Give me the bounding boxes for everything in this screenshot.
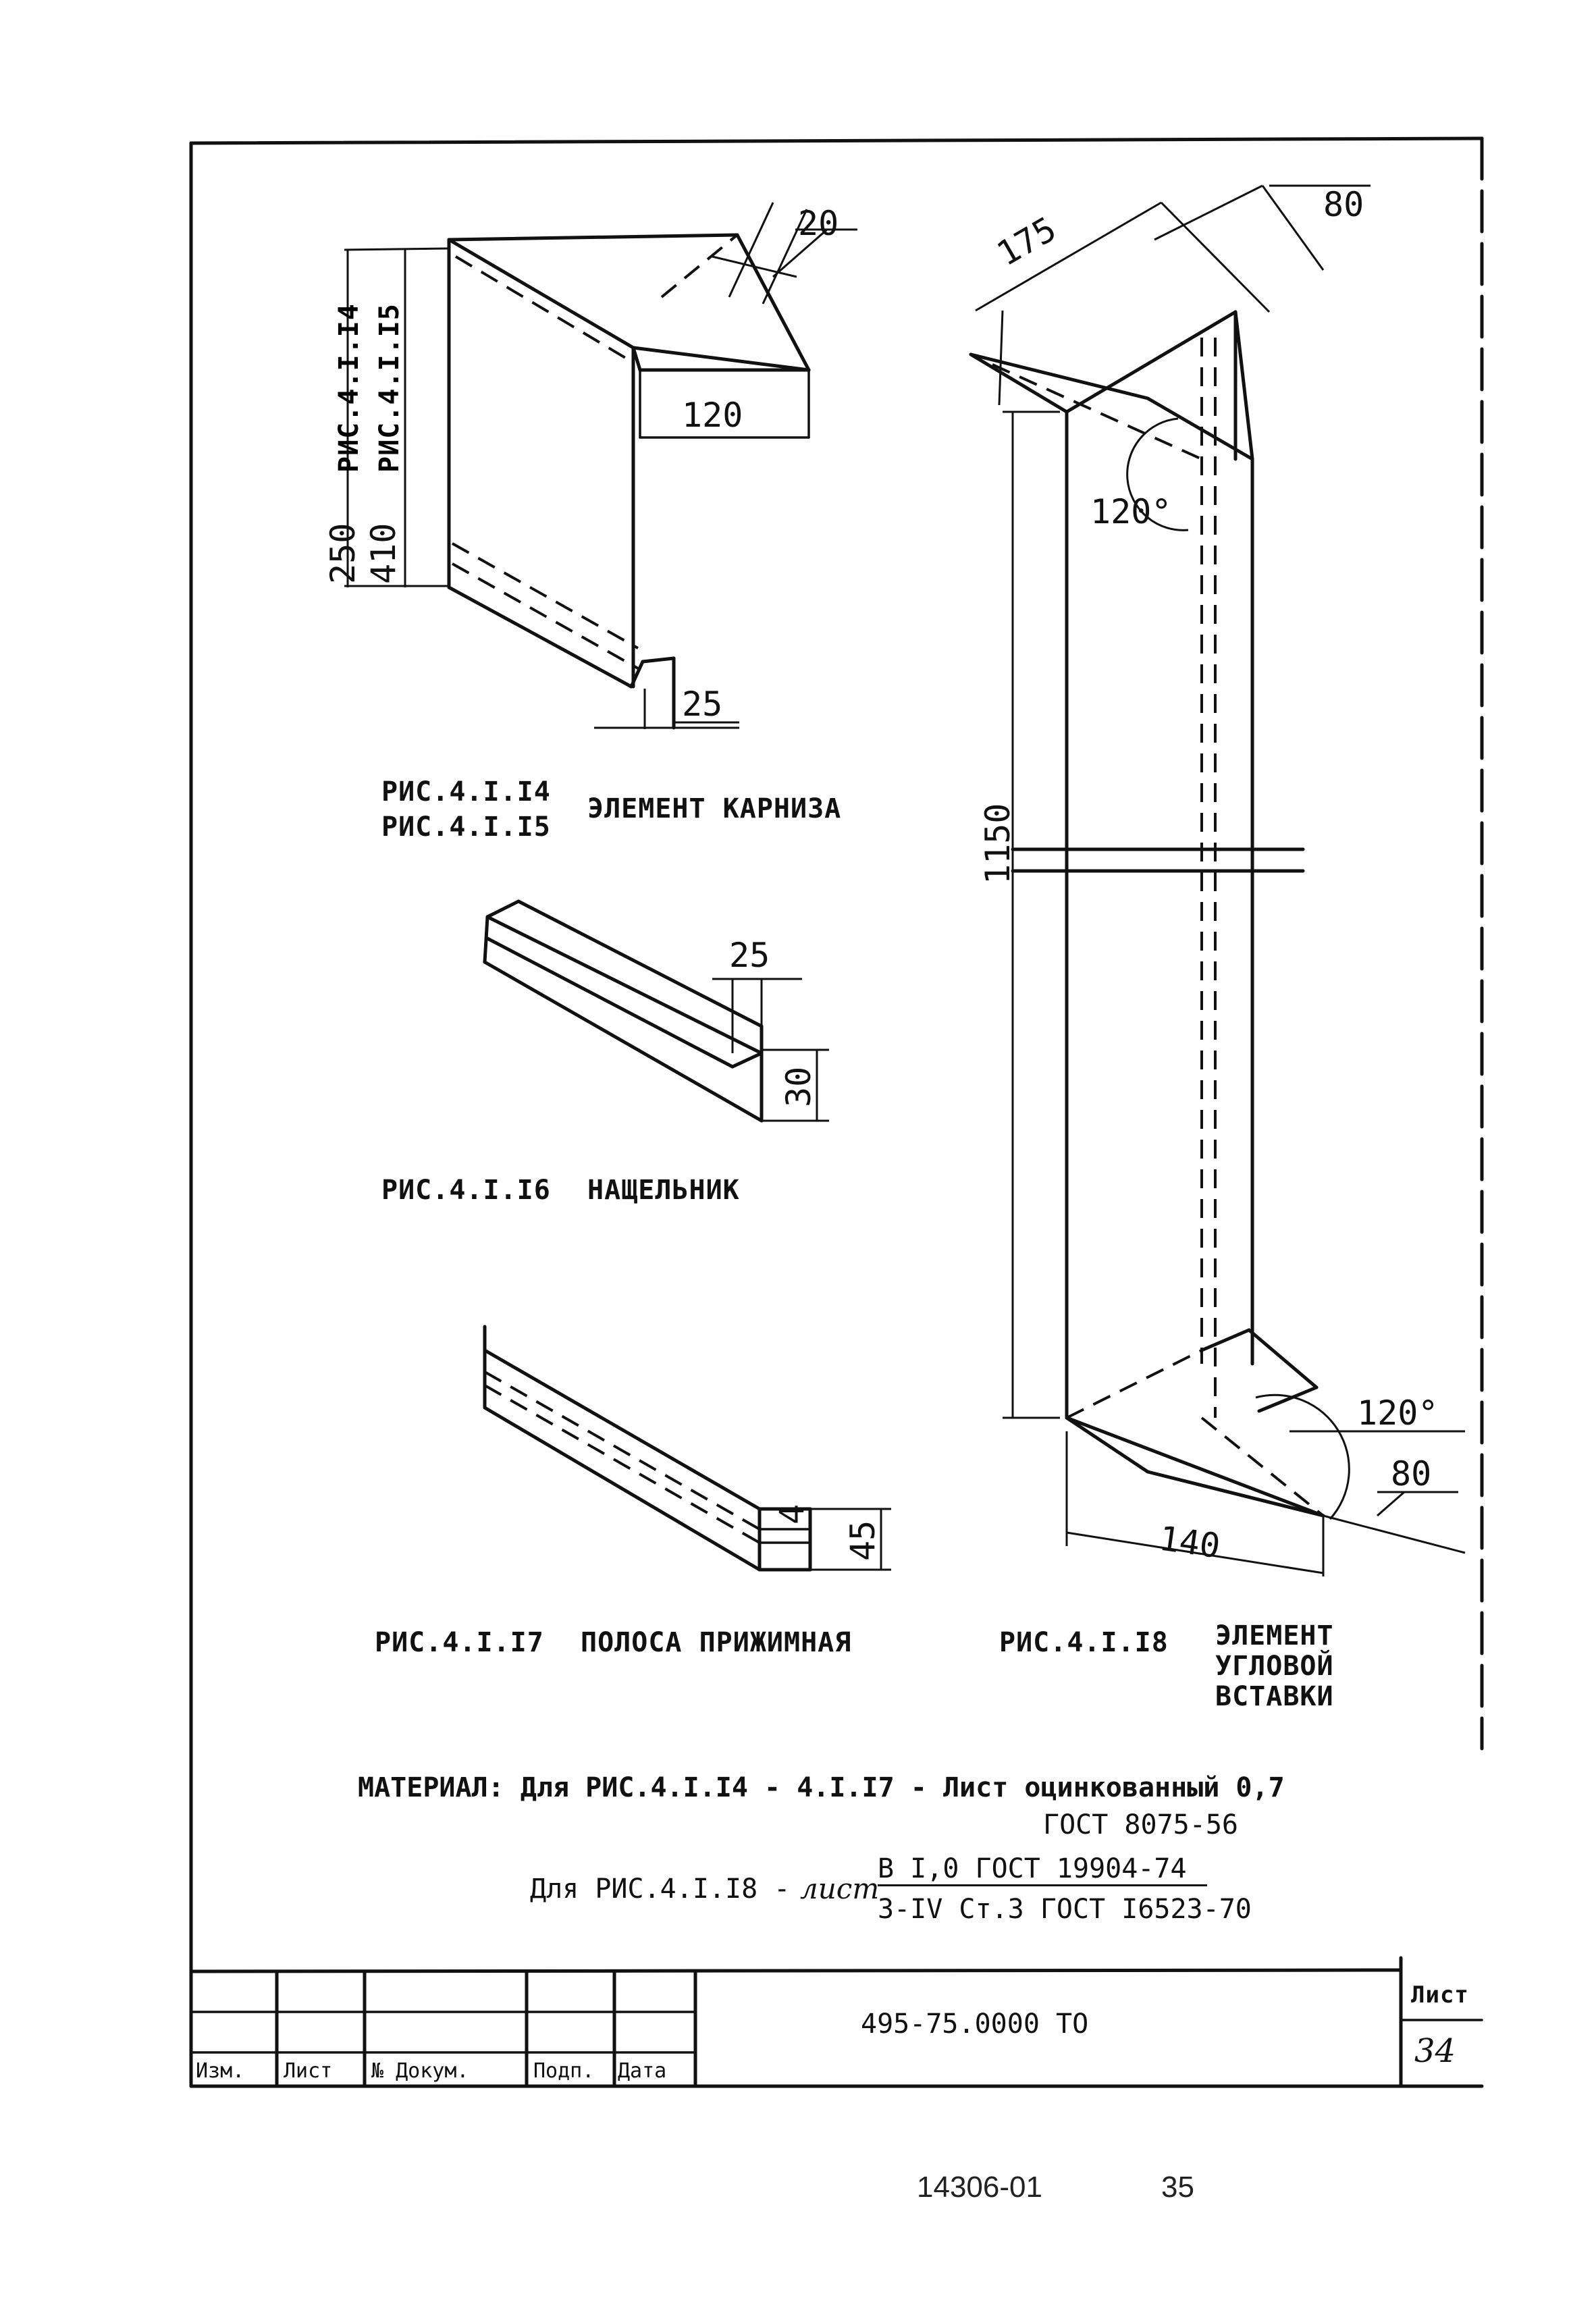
dim-140: 140 xyxy=(1156,1518,1223,1566)
dim-45: 45 xyxy=(843,1520,882,1561)
dim-120-degree-bottom: 120° xyxy=(1357,1393,1438,1433)
material-line-2: ГОСТ 8075-56 xyxy=(1043,1809,1238,1840)
dim-80-bottom: 80 xyxy=(1391,1454,1431,1493)
dim-175: 175 xyxy=(990,209,1063,273)
material-handwritten-sheet: лист xyxy=(800,1872,880,1905)
dim-25: 25 xyxy=(682,685,722,724)
footer-page-number: 35 xyxy=(1161,2171,1194,2204)
document-code: 495-75.0000 ТО xyxy=(861,2009,1089,2040)
ref-fig-15: РИС.4.I.I5 xyxy=(374,303,405,473)
fig-17-drawing: 4 45 xyxy=(483,1325,891,1572)
caption-title-corner-3: ВСТАВКИ xyxy=(1215,1681,1334,1712)
material-line-3-prefix: Для РИС.4.I.I8 - xyxy=(530,1874,791,1905)
dim-4: 4 xyxy=(772,1504,812,1524)
title-block-col-date: Дата xyxy=(618,2059,667,2083)
dim-1150: 1150 xyxy=(978,803,1017,884)
caption-fig-17: РИС.4.I.I7 xyxy=(375,1627,544,1658)
fig-16-drawing: 25 30 xyxy=(483,899,829,1123)
caption-fig-16: РИС.4.I.I6 xyxy=(381,1175,551,1206)
fig-14-15-drawing: 20 120 25 250 410 РИС.4.I.I4 РИС.4.I.I5 xyxy=(323,202,857,730)
footer-code: 14306-01 xyxy=(917,2171,1042,2204)
ref-fig-14: РИС.4.I.I4 xyxy=(334,303,365,473)
caption-title-corner-2: УГЛОВОЙ xyxy=(1215,1651,1334,1682)
dim-120: 120 xyxy=(682,396,743,435)
material-line-1: МАТЕРИАЛ: Для РИС.4.I.I4 - 4.I.I7 - Лист… xyxy=(358,1772,1285,1803)
caption-title-strip: ПОЛОСА ПРИЖИМНАЯ xyxy=(581,1627,852,1658)
dim-410: 410 xyxy=(364,523,403,584)
dim-30: 30 xyxy=(779,1067,818,1107)
caption-title-corner-1: ЭЛЕМЕНТ xyxy=(1215,1620,1334,1651)
sheet-number: 34 xyxy=(1414,2032,1456,2070)
caption-fig-18: РИС.4.I.I8 xyxy=(999,1627,1169,1658)
title-block-col-list: Лист xyxy=(284,2059,333,2083)
caption-title-batten: НАЩЕЛЬНИК xyxy=(587,1175,740,1206)
caption-fig-15: РИС.4.I.I5 xyxy=(381,812,551,843)
caption-fig-14: РИС.4.I.I4 xyxy=(381,776,551,807)
title-block-col-dokum: № Докум. xyxy=(371,2059,469,2083)
title-block xyxy=(189,1956,1483,2088)
caption-title-cornice: ЭЛЕМЕНТ КАРНИЗА xyxy=(587,793,842,824)
dim-250: 250 xyxy=(323,523,363,584)
title-block-col-podp: Подп. xyxy=(533,2059,595,2083)
material-fraction-top: В I,0 ГОСТ 19904-74 xyxy=(878,1853,1207,1886)
dim-80-top: 80 xyxy=(1323,185,1364,224)
drawing-frame xyxy=(189,136,1484,2088)
title-block-col-izm: Изм. xyxy=(196,2059,245,2083)
sheet-label: Лист xyxy=(1411,1982,1469,2009)
dim-20: 20 xyxy=(798,204,839,243)
dim-120-degree-top: 120° xyxy=(1090,492,1171,531)
fig-18-drawing: 175 80 120° 1150 120° 80 140 xyxy=(969,184,1466,1576)
dim-25: 25 xyxy=(729,936,770,975)
material-fraction-bottom: 3-IV Ст.3 ГОСТ I6523-70 xyxy=(878,1894,1252,1925)
